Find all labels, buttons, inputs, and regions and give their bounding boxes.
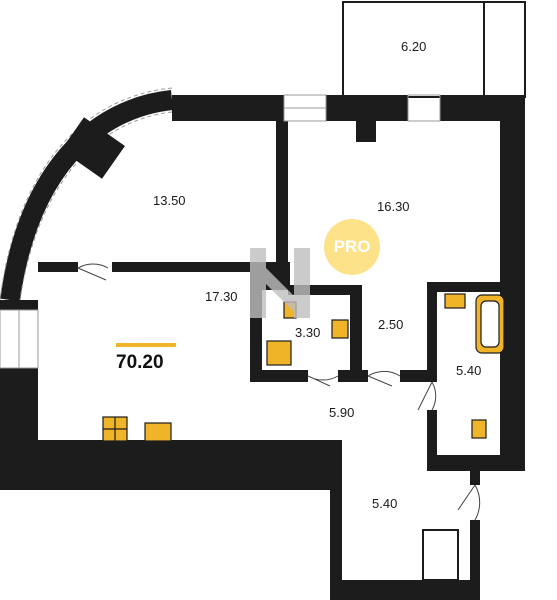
total-area: 70.20 xyxy=(116,352,164,373)
area-label-bathroom: 5.40 xyxy=(456,363,482,378)
area-label-hall: 5.90 xyxy=(329,405,355,420)
walls xyxy=(0,95,525,600)
total-area-underline xyxy=(116,343,176,347)
area-label-room-2: 16.30 xyxy=(377,199,410,214)
area-label-bathroom-small: 3.30 xyxy=(295,325,321,340)
area-label-corridor: 2.50 xyxy=(378,317,404,332)
logo-mark xyxy=(250,248,310,318)
curved-window xyxy=(0,87,174,302)
area-label-entrance: 5.40 xyxy=(372,496,398,511)
balcony-outline xyxy=(342,1,526,98)
area-label-room-1: 13.50 xyxy=(153,193,186,208)
windows xyxy=(0,94,441,369)
pro-badge: PRO xyxy=(324,219,380,275)
doors xyxy=(77,263,481,521)
area-label-kitchen-living: 17.30 xyxy=(205,289,238,304)
area-label-balcony: 6.20 xyxy=(401,39,427,54)
